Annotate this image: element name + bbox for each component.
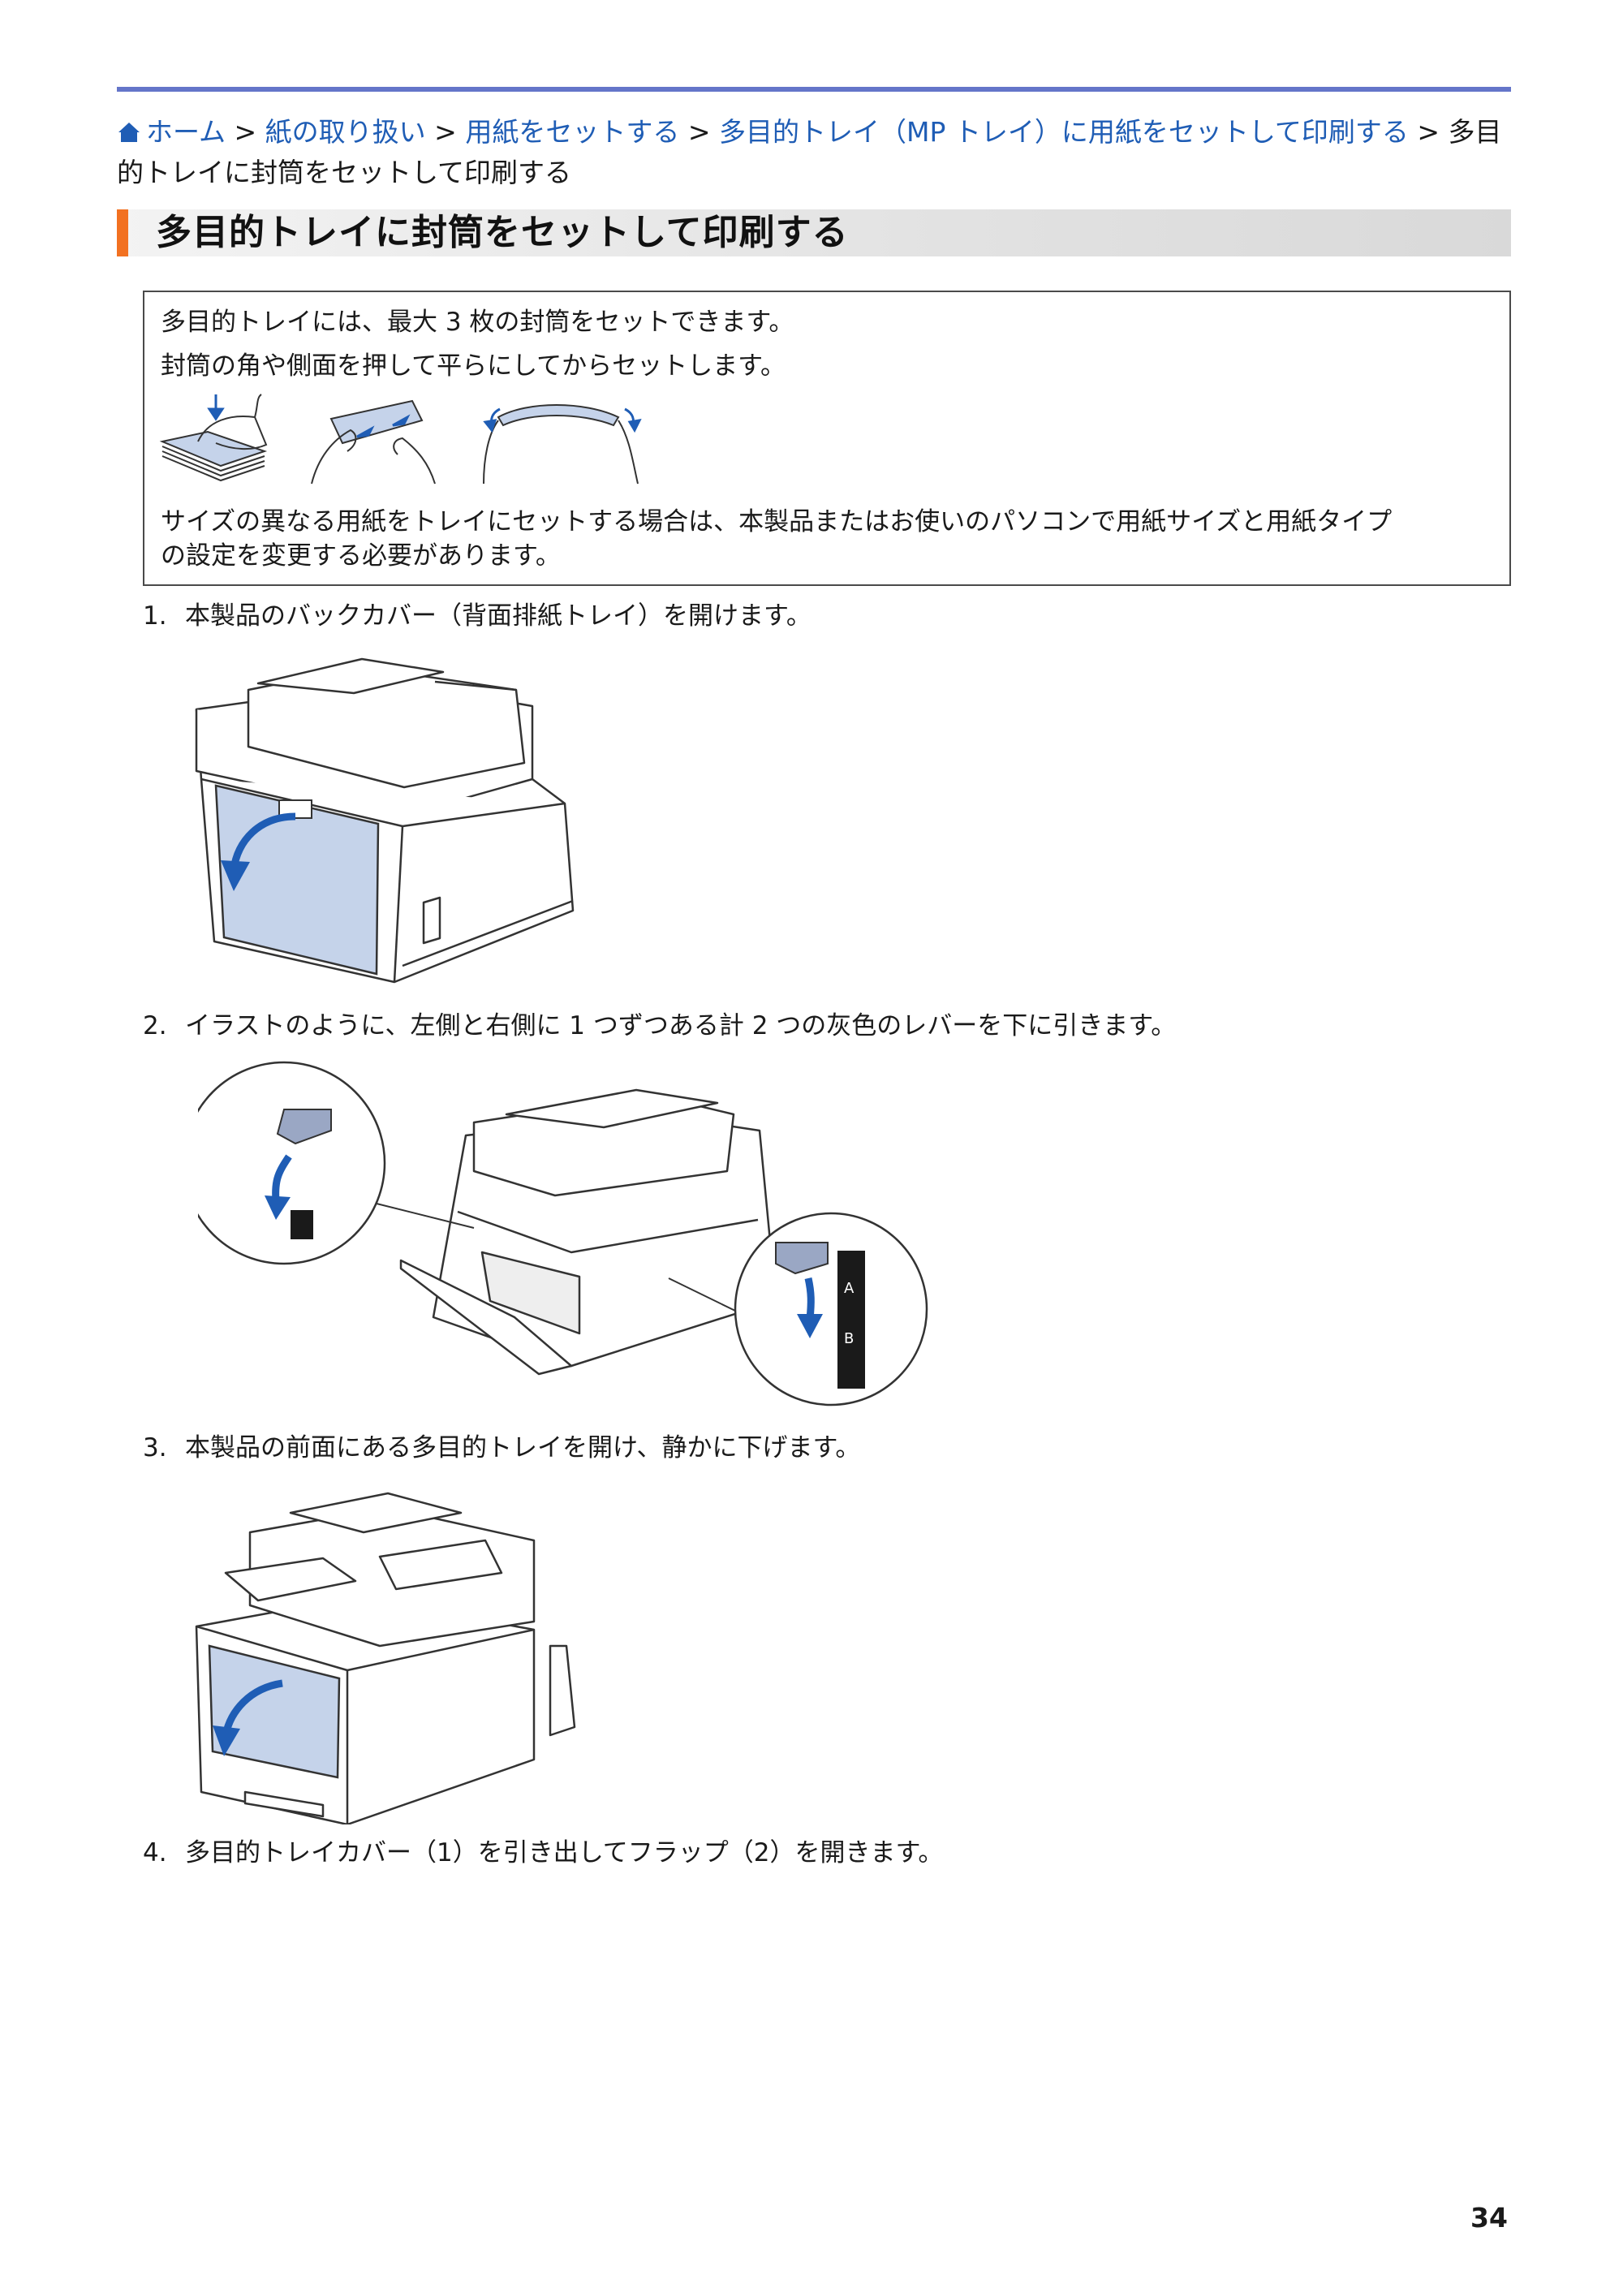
step-1: 1. 本製品のバックカバー（背面排紙トレイ）を開けます。 xyxy=(143,599,812,633)
step-text: 多目的トレイカバー（1）を引き出してフラップ（2）を開きます。 xyxy=(185,1838,944,1867)
page-title-bar: 多目的トレイに封筒をセットして印刷する xyxy=(117,209,1511,256)
breadcrumb-separator: > xyxy=(687,116,711,148)
envelope-flatten-illustration xyxy=(159,394,642,485)
title-accent xyxy=(117,209,128,256)
note-line-1: 多目的トレイには、最大 3 枚の封筒をセットできます。 xyxy=(161,308,794,337)
step-4: 4. 多目的トレイカバー（1）を引き出してフラップ（2）を開きます。 xyxy=(143,1836,943,1870)
back-cover-open-illustration xyxy=(195,657,575,984)
home-icon[interactable] xyxy=(117,120,141,144)
breadcrumb-paper-handling-link[interactable]: 紙の取り扱い xyxy=(265,116,426,148)
note-box: 多目的トレイには、最大 3 枚の封筒をセットできます。 封筒の角や側面を押して平… xyxy=(143,291,1511,586)
step-text: 本製品のバックカバー（背面排紙トレイ）を開けます。 xyxy=(185,601,812,631)
breadcrumb: ホーム > 紙の取り扱い > 用紙をセットする > 多目的トレイ（MP トレイ）… xyxy=(117,112,1513,193)
header-rule xyxy=(117,87,1511,92)
page-title: 多目的トレイに封筒をセットして印刷する xyxy=(156,212,849,253)
lever-label-b: B xyxy=(844,1330,854,1347)
note-line-3: サイズの異なる用紙をトレイにセットする場合は、本製品またはお使いのパソコンで用紙… xyxy=(161,507,1393,536)
step-text: イラストのように、左側と右側に 1 つずつある計 2 つの灰色のレバーを下に引き… xyxy=(185,1011,1177,1040)
breadcrumb-separator: > xyxy=(234,116,257,148)
step-number: 4. xyxy=(143,1838,167,1867)
breadcrumb-load-paper-link[interactable]: 用紙をセットする xyxy=(465,116,680,148)
step-text: 本製品の前面にある多目的トレイを開け、静かに下げます。 xyxy=(185,1433,861,1462)
step-number: 2. xyxy=(143,1011,167,1040)
breadcrumb-current: 多目的トレイに封筒をセットして印刷する xyxy=(117,116,1502,188)
note-line-4: の設定を変更する必要があります。 xyxy=(161,541,561,571)
breadcrumb-home-link[interactable]: ホーム xyxy=(146,116,226,148)
step-number: 3. xyxy=(143,1433,167,1462)
step-3: 3. 本製品の前面にある多目的トレイを開け、静かに下げます。 xyxy=(143,1431,860,1465)
lever-label-a: A xyxy=(844,1280,855,1297)
note-line-2: 封筒の角や側面を押して平らにしてからセットします。 xyxy=(161,351,786,381)
breadcrumb-separator: > xyxy=(434,116,457,148)
step-2: 2. イラストのように、左側と右側に 1 つずつある計 2 つの灰色のレバーを下に… xyxy=(143,1009,1176,1043)
mp-tray-open-illustration xyxy=(195,1492,576,1824)
step-number: 1. xyxy=(143,601,167,631)
page-number: 34 xyxy=(1470,2202,1508,2234)
gray-levers-illustration: A B xyxy=(198,1061,928,1406)
breadcrumb-separator: > xyxy=(1417,116,1440,148)
breadcrumb-mp-tray-link[interactable]: 多目的トレイ（MP トレイ）に用紙をセットして印刷する xyxy=(718,116,1409,148)
